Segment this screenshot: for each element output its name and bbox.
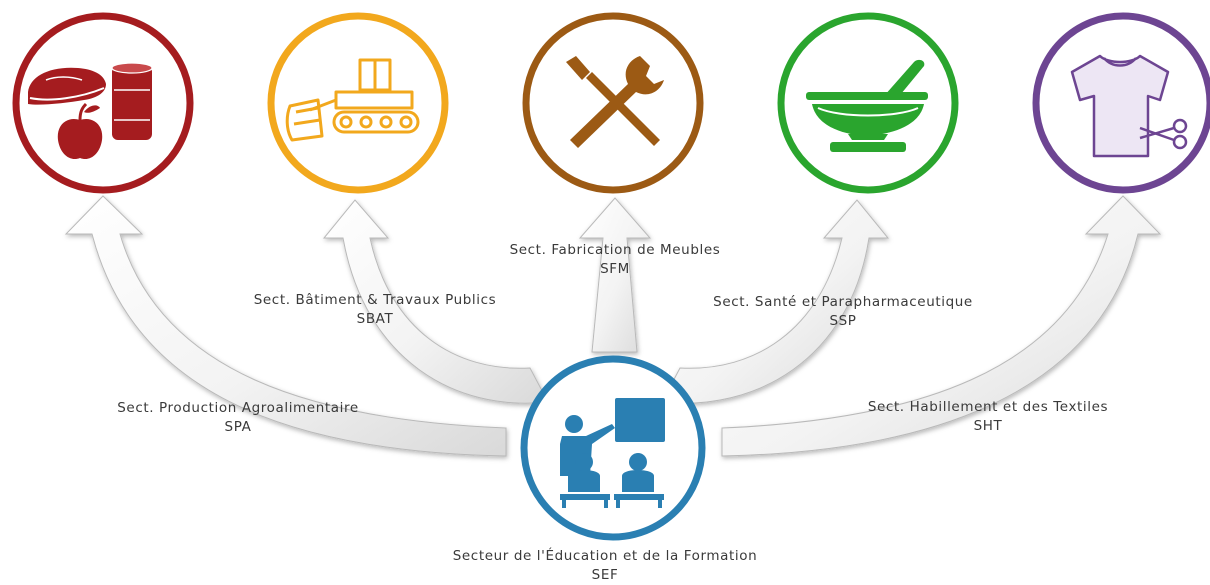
arrow-sht — [721, 195, 1162, 457]
center-sef — [520, 355, 706, 541]
label-sfm-code: SFM — [600, 261, 630, 277]
sector-sfm — [522, 12, 704, 194]
label-ssp: Sect. Santé et Parapharmaceutique SSP — [688, 293, 998, 331]
label-ssp-name: Sect. Santé et Parapharmaceutique — [713, 294, 973, 310]
tools-icon — [566, 56, 664, 148]
teacher-classroom-icon — [560, 398, 665, 508]
tshirt-scissors-icon — [1070, 54, 1188, 158]
label-sht: Sect. Habillement et des Textiles SHT — [838, 398, 1138, 436]
label-spa-name: Sect. Production Agroalimentaire — [117, 400, 359, 416]
label-ssp-code: SSP — [829, 313, 857, 329]
sector-ssp — [777, 12, 959, 194]
mortar-pestle-icon — [806, 59, 928, 152]
arrow-ssp — [661, 199, 890, 404]
label-sfm-name: Sect. Fabrication de Meubles — [509, 242, 721, 258]
arrow-sbat — [322, 199, 549, 404]
label-sfm: Sect. Fabrication de Meubles SFM — [465, 241, 765, 279]
label-sbat-name: Sect. Bâtiment & Travaux Publics — [253, 292, 497, 308]
bulldozer-icon — [285, 58, 420, 142]
label-sht-name: Sect. Habillement et des Textiles — [867, 399, 1109, 415]
sector-spa — [12, 12, 194, 194]
sector-sht — [1032, 12, 1210, 194]
food-products-icon — [28, 62, 153, 160]
label-sef-code: SEF — [591, 567, 619, 583]
arrow-spa — [64, 195, 507, 457]
label-spa-code: SPA — [224, 419, 252, 435]
arrow-sfm — [578, 197, 652, 353]
label-spa: Sect. Production Agroalimentaire SPA — [88, 399, 388, 437]
sector-sbat — [267, 12, 449, 194]
label-sef: Secteur de l'Éducation et de la Formatio… — [410, 547, 800, 585]
label-sht-code: SHT — [973, 418, 1003, 434]
label-sbat-code: SBAT — [356, 311, 394, 327]
label-sef-name: Secteur de l'Éducation et de la Formatio… — [452, 548, 758, 564]
label-sbat: Sect. Bâtiment & Travaux Publics SBAT — [225, 291, 525, 329]
